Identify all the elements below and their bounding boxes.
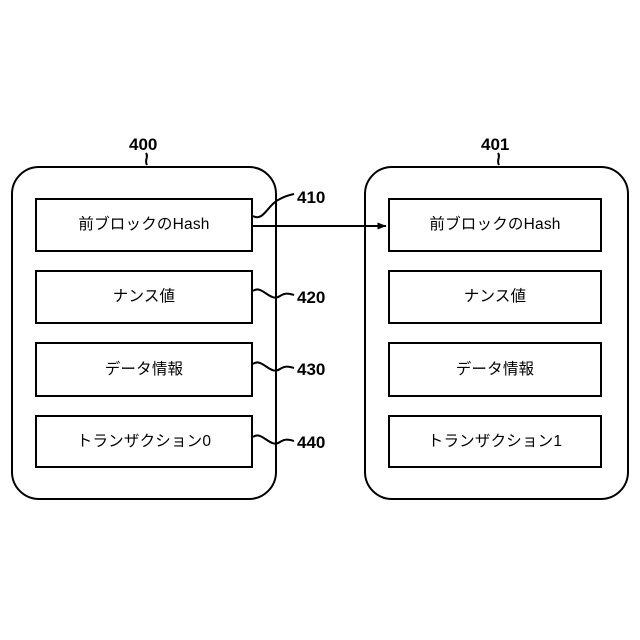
- field-label: 前ブロックのHash: [78, 216, 210, 234]
- field-label: ナンス値: [112, 288, 176, 306]
- field-label: ナンス値: [463, 288, 527, 306]
- reference-numeral-410: 410: [297, 188, 326, 207]
- field-label: データ情報: [104, 360, 184, 378]
- field-row-data-info-400: データ情報: [35, 342, 253, 397]
- leader-tick-400: [145, 152, 148, 166]
- field-row-transaction-400: トランザクション0: [35, 415, 253, 468]
- field-label: データ情報: [455, 360, 535, 378]
- reference-numeral-401: 401: [481, 135, 510, 154]
- leader-tick-401: [497, 152, 500, 166]
- field-label: 前ブロックのHash: [429, 216, 561, 234]
- field-row-data-info-401: データ情報: [388, 342, 602, 397]
- field-label: トランザクション1: [427, 432, 563, 450]
- field-row-prev-block-hash-400: 前ブロックのHash: [35, 198, 253, 252]
- reference-numeral-400: 400: [129, 135, 158, 154]
- field-row-transaction-401: トランザクション1: [388, 415, 602, 468]
- field-row-nonce-400: ナンス値: [35, 270, 253, 324]
- field-row-nonce-401: ナンス値: [388, 270, 602, 324]
- field-row-prev-block-hash-401: 前ブロックのHash: [388, 198, 602, 252]
- reference-numeral-440: 440: [297, 433, 326, 452]
- reference-numeral-430: 430: [297, 360, 326, 379]
- field-label: トランザクション0: [76, 432, 212, 450]
- reference-numeral-420: 420: [297, 288, 326, 307]
